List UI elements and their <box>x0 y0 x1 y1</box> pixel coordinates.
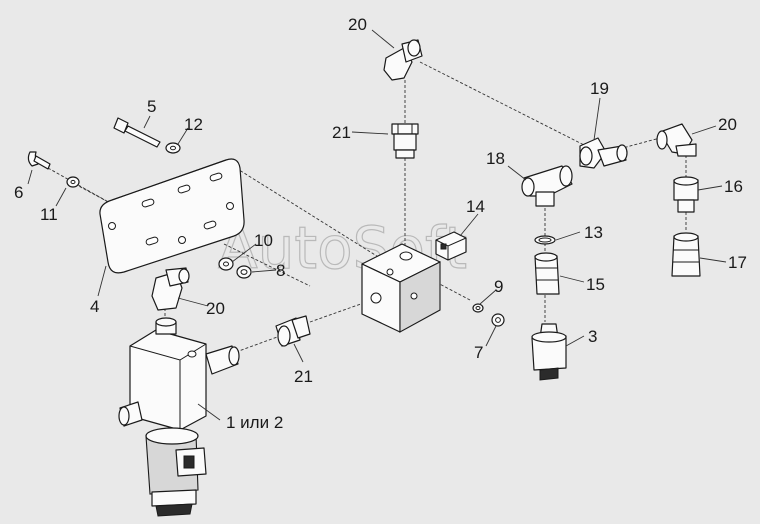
valve-block <box>361 243 441 333</box>
callout-15: 15 <box>586 275 605 294</box>
callout-21-top: 21 <box>332 123 351 142</box>
sensor-part-3 <box>531 323 567 381</box>
coupling-part-17 <box>671 232 701 277</box>
callout-8: 8 <box>276 261 285 280</box>
callout-leaders <box>27 29 727 421</box>
elbow-fitting-part-20-top <box>383 39 423 81</box>
union-part-16 <box>673 176 699 213</box>
control-valve-part-1-or-2 <box>118 317 240 517</box>
callout-13: 13 <box>584 223 603 242</box>
callout-3: 3 <box>588 327 597 346</box>
nipple-part-21-top <box>391 123 419 159</box>
callout-11: 11 <box>40 205 58 224</box>
callout-21-lower: 21 <box>294 367 313 386</box>
callout-20-left: 20 <box>206 299 225 318</box>
connector-part-14 <box>435 231 467 261</box>
washer-part-9 <box>472 303 484 313</box>
callout-5: 5 <box>147 97 156 116</box>
callout-6: 6 <box>14 183 23 202</box>
callout-12: 12 <box>184 115 203 134</box>
elbow-fitting-part-20-right <box>656 123 697 157</box>
tee-fitting-part-19 <box>579 137 628 169</box>
washer-part-12 <box>165 142 181 154</box>
callout-1-or-2: 1 или 2 <box>226 413 283 432</box>
bolt-part-6 <box>27 151 51 170</box>
nut-part-10 <box>218 257 234 271</box>
callout-20-right: 20 <box>718 115 737 134</box>
tee-fitting-part-18 <box>521 165 573 207</box>
callout-19: 19 <box>590 79 609 98</box>
callout-16: 16 <box>724 177 743 196</box>
callout-20-top: 20 <box>348 15 367 34</box>
washer-part-8 <box>236 265 252 279</box>
callout-14: 14 <box>466 197 485 216</box>
bolt-part-5 <box>113 117 161 148</box>
callout-7: 7 <box>474 343 483 362</box>
callout-17: 17 <box>728 253 747 272</box>
callout-10: 10 <box>254 231 273 250</box>
nipple-part-21-lower <box>275 315 311 347</box>
callout-labels: 20 21 5 12 6 11 4 10 8 20 21 1 или 2 14 … <box>14 15 747 432</box>
callout-9: 9 <box>494 277 503 296</box>
elbow-fitting-part-20-left <box>151 267 190 311</box>
adapter-part-15 <box>534 252 560 295</box>
o-ring-part-13 <box>534 235 556 245</box>
washer-part-11 <box>66 176 80 188</box>
callout-18: 18 <box>486 149 505 168</box>
callout-4: 4 <box>90 297 99 316</box>
nut-part-7 <box>491 313 505 327</box>
mounting-plate-part-4 <box>99 158 245 274</box>
